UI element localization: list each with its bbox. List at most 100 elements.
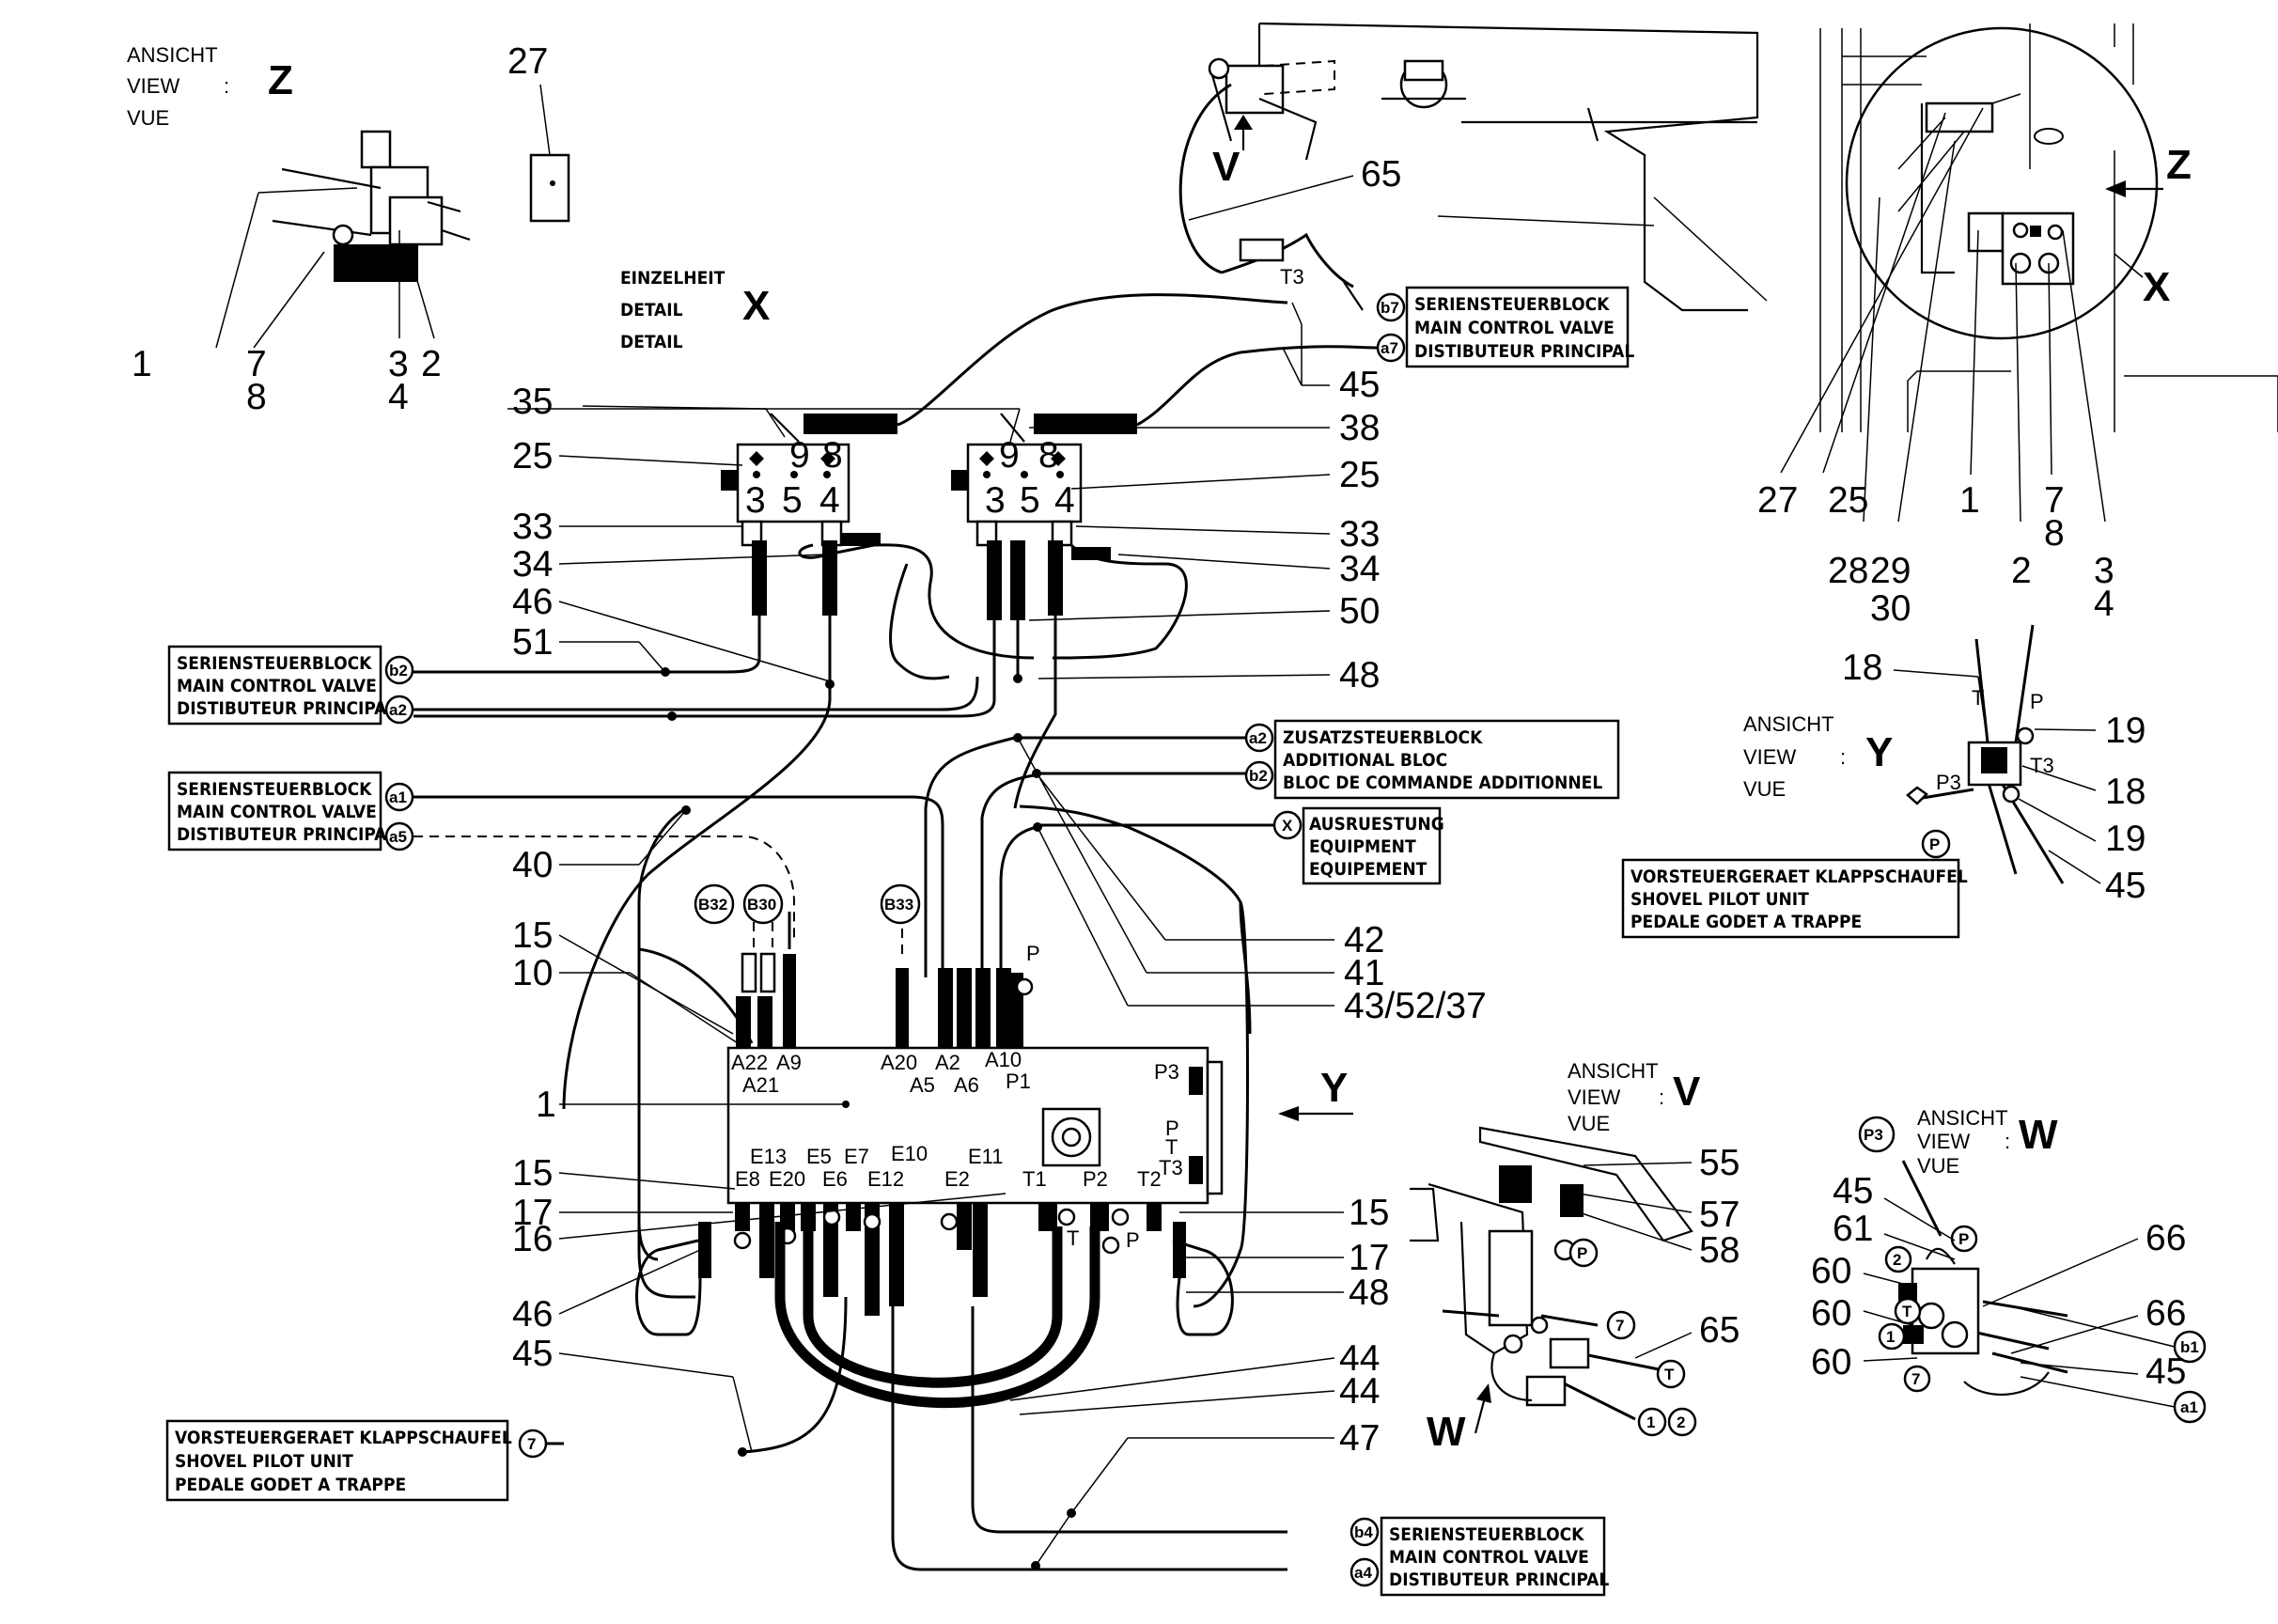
- svg-text:MAIN CONTROL VALVE: MAIN CONTROL VALVE: [1389, 1547, 1589, 1568]
- svg-text:10: 10: [512, 953, 553, 993]
- svg-text:VIEW: VIEW: [1917, 1130, 1970, 1153]
- svg-text:a2: a2: [389, 701, 407, 719]
- svg-text:17: 17: [512, 1193, 553, 1233]
- machine-outline-top: [1178, 22, 1768, 312]
- svg-text:VIEW: VIEW: [1743, 745, 1796, 769]
- port-marker-a2-left: [384, 695, 414, 725]
- svg-text:9: 9: [789, 435, 810, 476]
- svg-text:A2: A2: [935, 1051, 960, 1074]
- svg-text:P2: P2: [1083, 1167, 1108, 1191]
- box-equipment: AUSRUESTUNG EQUIPMENT EQUIPEMENT: [1302, 806, 1444, 885]
- svg-text:5: 5: [1020, 480, 1040, 521]
- svg-text:b4: b4: [1354, 1523, 1373, 1541]
- view-y-pilot-unit-drawing: [1906, 624, 2065, 884]
- port-marker-seven-v: [1606, 1310, 1636, 1340]
- svg-text:E6: E6: [822, 1167, 848, 1191]
- svg-text:1: 1: [536, 1085, 556, 1125]
- svg-text:SERIENSTEUERBLOCK: SERIENSTEUERBLOCK: [1414, 294, 1610, 315]
- svg-text:E8: E8: [735, 1167, 760, 1191]
- svg-text:A10: A10: [985, 1048, 1022, 1071]
- svg-text:1: 1: [1646, 1413, 1655, 1431]
- view-y-heading: ANSICHT VIEW : Y VUE: [1743, 712, 1893, 801]
- label-z-4: 4: [388, 377, 409, 417]
- svg-text:25: 25: [512, 436, 553, 476]
- valve-block-left: [721, 413, 897, 547]
- box-main-control-valve-b2: SERIENSTEUERBLOCK MAIN CONTROL VALVE DIS…: [167, 645, 397, 726]
- svg-text:A9: A9: [776, 1051, 802, 1074]
- svg-text:P: P: [1929, 835, 1940, 853]
- svg-text:15: 15: [512, 915, 553, 956]
- svg-text:T3: T3: [1159, 1156, 1183, 1179]
- svg-text:VIEW: VIEW: [127, 74, 179, 98]
- svg-text:a1: a1: [2180, 1398, 2198, 1416]
- label-x-7: 7: [2044, 480, 2065, 521]
- label-x-29: 29: [1870, 551, 1911, 591]
- svg-text:DISTIBUTEUR PRINCIPAL: DISTIBUTEUR PRINCIPAL: [177, 824, 397, 845]
- svg-text:15: 15: [1349, 1193, 1389, 1233]
- svg-text:SERIENSTEUERBLOCK: SERIENSTEUERBLOCK: [177, 779, 372, 800]
- port-marker-seven: [518, 1429, 548, 1459]
- svg-text:E5: E5: [806, 1145, 832, 1168]
- port-marker-b2-right: [1244, 760, 1274, 790]
- svg-text:PEDALE GODET A TRAPPE: PEDALE GODET A TRAPPE: [1630, 912, 1862, 932]
- svg-text:a1: a1: [389, 789, 407, 806]
- svg-text:B30: B30: [747, 896, 776, 914]
- svg-text:34: 34: [1339, 549, 1380, 589]
- svg-text:A5: A5: [910, 1073, 935, 1097]
- marker-b32: [694, 883, 735, 925]
- svg-text:E7: E7: [844, 1145, 869, 1168]
- svg-text:17: 17: [1349, 1238, 1389, 1278]
- box-main-control-valve-a1: SERIENSTEUERBLOCK MAIN CONTROL VALVE DIS…: [167, 771, 397, 851]
- svg-text:SHOVEL PILOT UNIT: SHOVEL PILOT UNIT: [175, 1451, 353, 1472]
- label-x-4: 4: [2094, 584, 2114, 624]
- svg-text:VORSTEUERGERAET KLAPPSCHAUFEL: VORSTEUERGERAET KLAPPSCHAUFEL: [1630, 867, 1968, 887]
- svg-text:45: 45: [1339, 365, 1380, 405]
- svg-text:P3: P3: [1864, 1126, 1883, 1144]
- port-marker-b2-left: [384, 655, 414, 685]
- svg-text:55: 55: [1699, 1143, 1740, 1183]
- svg-text:A20: A20: [881, 1051, 917, 1074]
- label-z-2: 2: [421, 344, 442, 384]
- label-z-1: 1: [132, 344, 152, 384]
- svg-text:38: 38: [1339, 408, 1380, 448]
- label-x-circle: X: [2143, 264, 2170, 310]
- svg-text:T: T: [1067, 1226, 1079, 1250]
- main-block-bottom-connectors: [698, 977, 1186, 1316]
- main-leader-lines: [507, 302, 1344, 1567]
- svg-text:3: 3: [985, 480, 1006, 521]
- box-main-control-valve-b7: SERIENSTEUERBLOCK MAIN CONTROL VALVE DIS…: [1405, 286, 1634, 368]
- view-w-heading: ANSICHT VIEW : W VUE: [1917, 1106, 2058, 1178]
- svg-text:A6: A6: [954, 1073, 979, 1097]
- view-w-unit-drawing: [1898, 1160, 2068, 1397]
- svg-text:7: 7: [527, 1435, 536, 1453]
- port-marker-one-w: [1878, 1322, 1906, 1351]
- detail-x-circle-drawing: [1819, 23, 2278, 432]
- label-x-8: 8: [2044, 513, 2065, 554]
- label-z-7: 7: [246, 344, 267, 384]
- svg-text::: :: [1840, 745, 1846, 769]
- svg-text:AUSRUESTUNG: AUSRUESTUNG: [1309, 814, 1444, 835]
- svg-text:DISTIBUTEUR PRINCIPAL: DISTIBUTEUR PRINCIPAL: [177, 698, 397, 719]
- svg-text:VUE: VUE: [1743, 777, 1786, 801]
- svg-text:EQUIPMENT: EQUIPMENT: [1309, 836, 1416, 857]
- svg-text:E20: E20: [769, 1167, 805, 1191]
- label-27: 27: [507, 41, 548, 82]
- port-marker-b7: [1376, 292, 1406, 322]
- svg-text:VUE: VUE: [127, 106, 169, 130]
- svg-text:ANSICHT: ANSICHT: [1743, 712, 1834, 736]
- svg-text:48: 48: [1339, 655, 1380, 695]
- label-65-top: 65: [1361, 154, 1401, 195]
- svg-text:ANSICHT: ANSICHT: [127, 43, 218, 67]
- svg-text:DETAIL: DETAIL: [620, 300, 683, 320]
- svg-text:E12: E12: [867, 1167, 904, 1191]
- svg-text:E13: E13: [750, 1145, 787, 1168]
- port-marker-p3-w: [1858, 1116, 1896, 1153]
- svg-text:b2: b2: [389, 662, 408, 679]
- svg-text:V: V: [1673, 1069, 1701, 1115]
- svg-text:19: 19: [2105, 710, 2145, 751]
- svg-text:P: P: [1126, 1228, 1140, 1252]
- svg-text:DISTIBUTEUR PRINCIPAL: DISTIBUTEUR PRINCIPAL: [1389, 1569, 1609, 1590]
- left-connection-lines: [413, 563, 1249, 1308]
- marker-one-top: [1208, 57, 1230, 80]
- svg-text:41: 41: [1344, 953, 1384, 993]
